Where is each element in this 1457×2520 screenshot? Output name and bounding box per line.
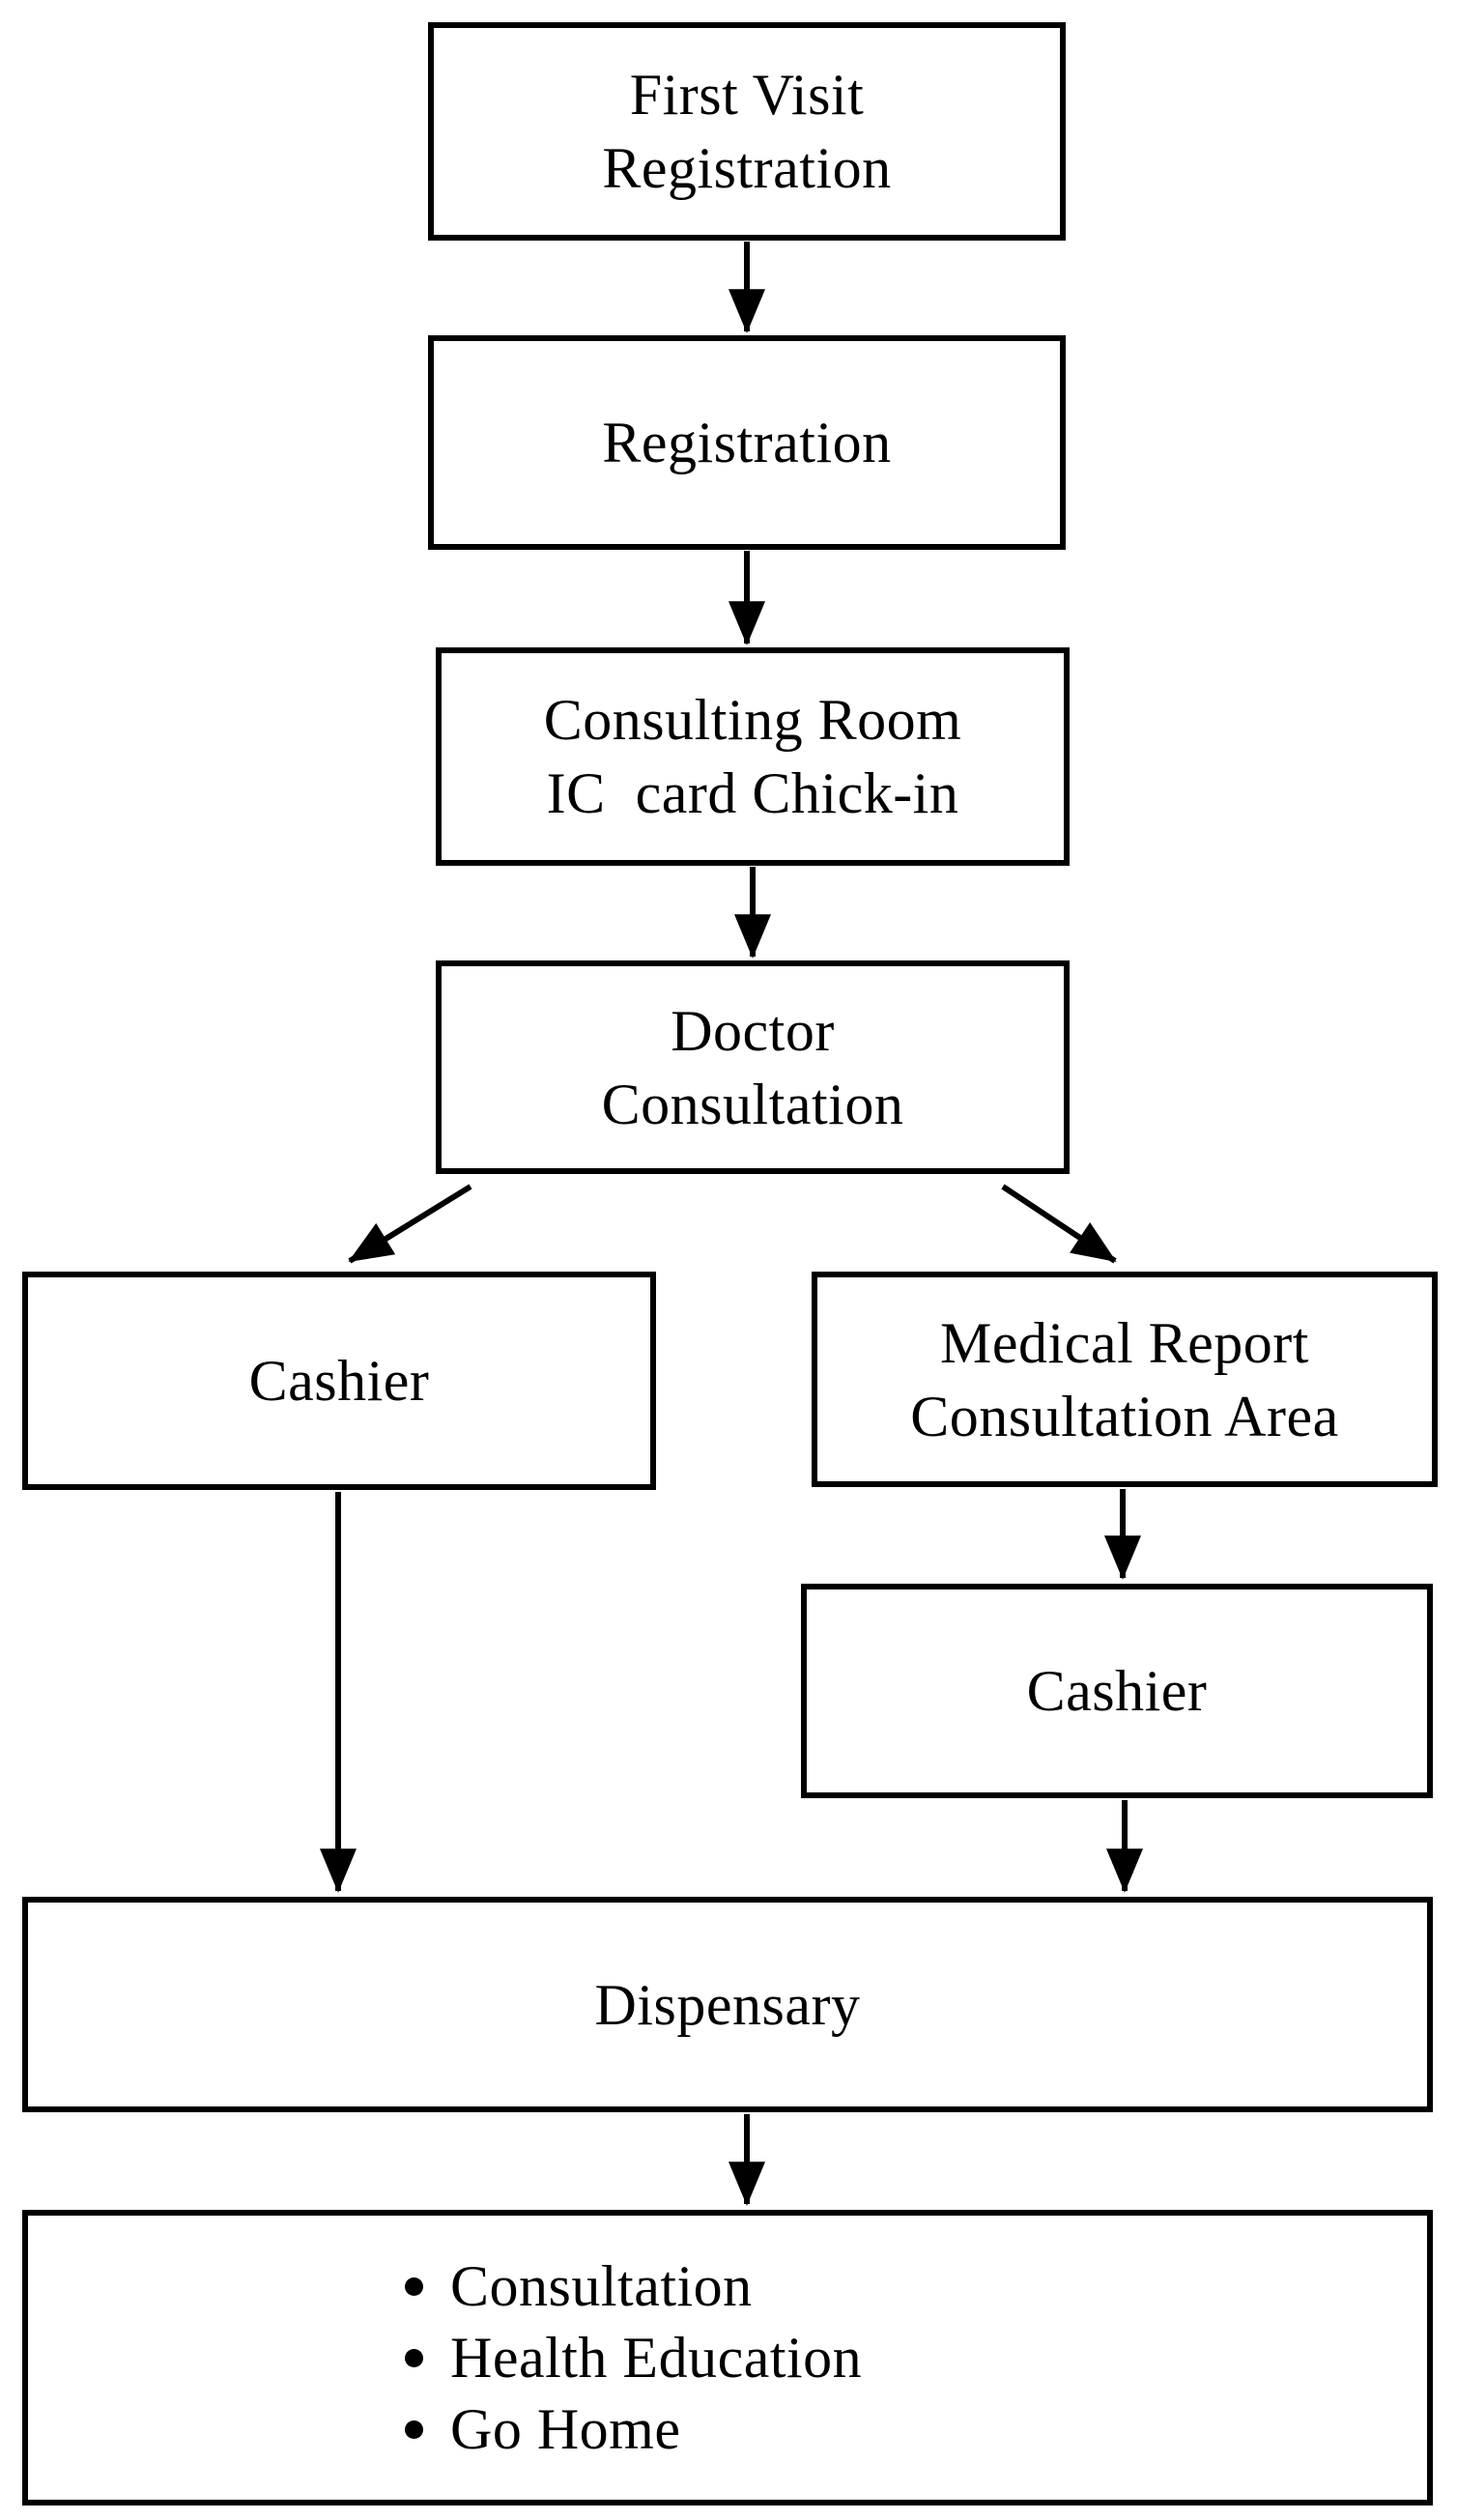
node-medical-report-consultation-area: Medical Report Consultation Area — [812, 1272, 1438, 1487]
node-label-line: First Visit — [629, 63, 865, 127]
outcome-bullet-list: Consultation Health Education Go Home — [405, 2250, 862, 2465]
arrow-doctor-consultation-to-medical-report — [1001, 1184, 1117, 1264]
node-label-line: Consultation Area — [910, 1384, 1339, 1448]
node-label-line: Cashier — [1026, 1659, 1208, 1723]
node-label-line: Doctor — [671, 998, 835, 1063]
node-registration: Registration — [428, 335, 1066, 550]
node-label-line: Dispensary — [594, 1972, 861, 2037]
node-cashier-right: Cashier — [801, 1584, 1433, 1798]
list-item: Consultation — [405, 2250, 862, 2322]
node-label-line: IC card Chick-in — [546, 761, 959, 825]
node-cashier-left: Cashier — [22, 1272, 656, 1490]
bullet-label: Go Home — [450, 2397, 681, 2461]
bullet-icon — [405, 2348, 423, 2367]
bullet-label: Health Education — [450, 2326, 863, 2390]
node-label-line: Consulting Room — [543, 688, 962, 752]
list-item: Health Education — [405, 2322, 862, 2393]
node-label-line: Cashier — [248, 1349, 430, 1413]
node-consulting-room-ic-card-check-in: Consulting Room IC card Chick-in — [436, 647, 1070, 866]
bullet-icon — [405, 2277, 423, 2296]
node-label-line: Consultation — [601, 1072, 904, 1136]
node-label-line: Registration — [602, 136, 892, 200]
node-label-line: Registration — [602, 411, 892, 474]
node-outcome-list: Consultation Health Education Go Home — [22, 2210, 1433, 2506]
bullet-icon — [405, 2420, 423, 2439]
list-item: Go Home — [405, 2393, 862, 2465]
node-dispensary: Dispensary — [22, 1897, 1433, 2112]
node-doctor-consultation: Doctor Consultation — [436, 960, 1070, 1174]
bullet-label: Consultation — [450, 2254, 753, 2318]
arrow-doctor-consultation-to-cashier-left — [348, 1184, 472, 1264]
node-label-line: Medical Report — [940, 1310, 1309, 1375]
node-first-visit-registration: First Visit Registration — [428, 22, 1066, 241]
